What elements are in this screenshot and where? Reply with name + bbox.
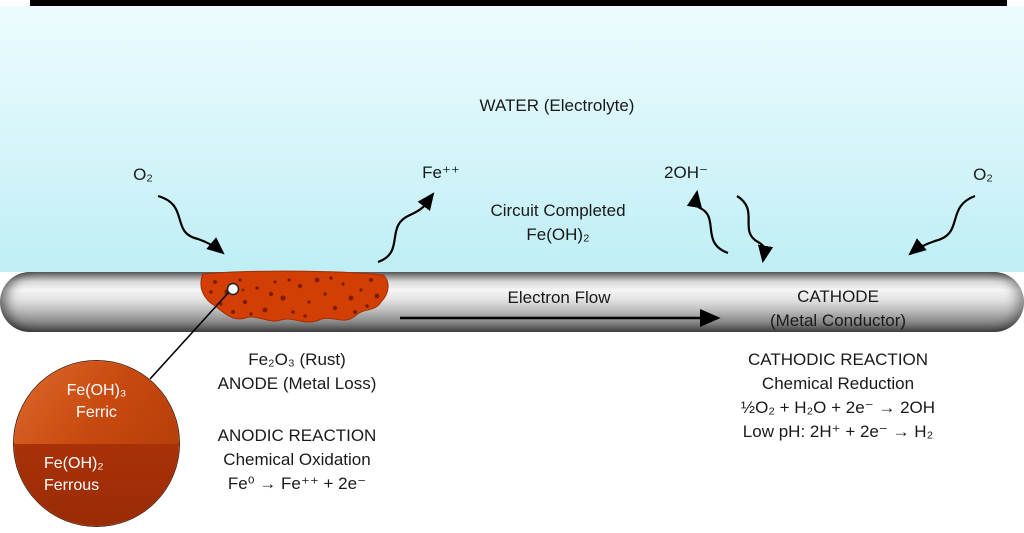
ferrous-name-label: Ferrous <box>44 476 100 494</box>
cathodic-reaction-equation2: Low pH: 2H⁺ + 2e⁻ → H₂ <box>742 422 934 441</box>
ferrous-compound-label: Fe(OH)₂ <box>44 454 104 472</box>
anodic-reaction-type: Chemical Oxidation <box>223 450 371 469</box>
top-border-line <box>30 0 1007 6</box>
rust-inset-magnifier: Fe(OH)₃ Ferric Fe(OH)₂ Ferrous <box>13 360 180 527</box>
rust-label: Fe₂O₃ (Rust) <box>248 350 346 369</box>
cathode-line1: CATHODE <box>797 287 879 306</box>
cathodic-reaction-title: CATHODIC REACTION <box>747 350 929 369</box>
o2-right-label: O₂ <box>973 165 993 184</box>
cathodic-reaction-equation1: ½O₂ + H₂O + 2e⁻ → 2OH <box>740 398 936 417</box>
anodic-reaction-title: ANODIC REACTION <box>217 426 377 445</box>
water-label: WATER (Electrolyte) <box>479 96 635 115</box>
ferric-name-label: Ferric <box>76 404 117 422</box>
ferrous-ion-label: Fe⁺⁺ <box>422 163 460 182</box>
anode-identity-label: Fe₂O₃ (Rust) ANODE (Metal Loss) <box>218 348 377 396</box>
hydroxide-label: 2OH⁻ <box>664 163 708 182</box>
cathodic-reaction-block: CATHODIC REACTION Chemical Reduction ½O₂… <box>741 348 935 444</box>
cathode-label: CATHODE (Metal Conductor) <box>770 285 906 333</box>
circuit-completed-label: Circuit Completed Fe(OH)₂ <box>490 199 625 247</box>
electron-flow-label: Electron Flow <box>507 288 611 307</box>
cathodic-reaction-type: Chemical Reduction <box>761 374 915 393</box>
rust-blob-shape <box>200 270 389 323</box>
circuit-completed-line1: Circuit Completed <box>490 201 626 220</box>
anodic-reaction-equation: Fe⁰ → Fe⁺⁺ + 2e⁻ <box>227 474 367 493</box>
anode-label: ANODE (Metal Loss) <box>217 374 377 393</box>
ferric-compound-label: Fe(OH)₃ <box>66 382 127 400</box>
anodic-reaction-block: ANODIC REACTION Chemical Oxidation Fe⁰ →… <box>218 424 377 496</box>
rust-patch <box>200 270 389 323</box>
o2-left-label: O₂ <box>133 165 153 184</box>
inset-ferric-half: Fe(OH)₃ Ferric <box>14 361 179 444</box>
circuit-completed-line2: Fe(OH)₂ <box>526 225 590 244</box>
inset-ferrous-half: Fe(OH)₂ Ferrous <box>14 443 179 526</box>
cathode-line2: (Metal Conductor) <box>769 311 907 330</box>
